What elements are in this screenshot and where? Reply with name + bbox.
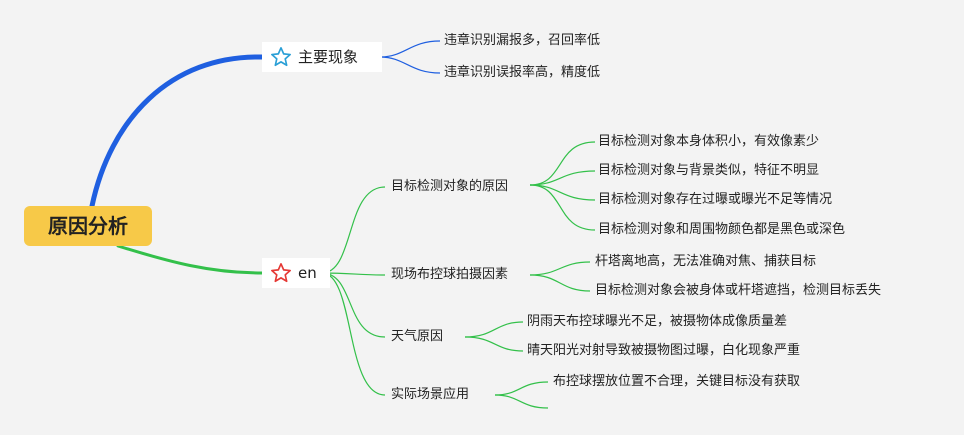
- leaf-rainy-underexposure[interactable]: 阴雨天布控球曝光不足，被摄物体成像质量差: [527, 314, 788, 329]
- branch1-leaf1-connector: [379, 40, 441, 58]
- leaf-exposure-issue[interactable]: 目标检测对象存在过曝或曝光不足等情况: [598, 192, 833, 207]
- group-target-object[interactable]: 目标检测对象的原因: [391, 179, 509, 194]
- leaf-dark-colors[interactable]: 目标检测对象和周围物颜色都是黑色或深色: [598, 222, 846, 237]
- branch2-group1-connector: [321, 186, 386, 274]
- root-to-branch2-connector: [116, 244, 264, 275]
- leaf-small-object[interactable]: 目标检测对象本身体积小，有效像素少: [598, 134, 820, 149]
- leaf-similar-background[interactable]: 目标检测对象与背景类似，特征不明显: [598, 163, 820, 178]
- group1-leaf3-connector: [529, 184, 596, 201]
- group1-leaf4-connector: [529, 184, 596, 231]
- group-camera-factors[interactable]: 现场布控球拍摄因素: [391, 267, 509, 282]
- branch-main-phenomena[interactable]: 主要现象: [262, 42, 382, 72]
- leaf-low-recall[interactable]: 违章识别漏报多，召回率低: [444, 33, 601, 48]
- branch1-leaf2-connector: [379, 56, 441, 74]
- branch2-group4-connector: [321, 272, 386, 396]
- leaf-occlusion[interactable]: 目标检测对象会被身体或杆塔遮挡，检测目标丢失: [595, 283, 882, 298]
- star-outline-blue-icon: [271, 47, 291, 67]
- branch2-group3-connector: [321, 272, 386, 338]
- star-outline-red-icon: [271, 263, 291, 283]
- branch-en[interactable]: en: [262, 258, 330, 288]
- leaf-tower-focus[interactable]: 杆塔离地高，无法准确对焦、捕获目标: [595, 254, 817, 269]
- group3-leaf1-connector: [464, 321, 524, 338]
- group2-leaf2-connector: [529, 274, 591, 292]
- group-weather[interactable]: 天气原因: [391, 329, 444, 344]
- group1-leaf1-connector: [529, 141, 596, 186]
- group4-leaf1-connector: [494, 381, 549, 396]
- branch-label: en: [298, 264, 317, 282]
- leaf-high-false-alarm[interactable]: 违章识别误报率高，精度低: [444, 65, 601, 80]
- group1-leaf2-connector: [529, 170, 596, 186]
- leaf-sunny-overexposure[interactable]: 晴天阳光对射导致被摄物图过曝，白化现象严重: [527, 343, 801, 358]
- group2-leaf1-connector: [529, 261, 591, 276]
- group3-leaf2-connector: [464, 336, 524, 352]
- group-scene-application[interactable]: 实际场景应用: [391, 387, 470, 402]
- root-topic[interactable]: 原因分析: [24, 206, 152, 246]
- branch-label: 主要现象: [298, 48, 359, 66]
- group4-leaf2-connector: [494, 394, 549, 409]
- leaf-placement-issue[interactable]: 布控球摆放位置不合理，关键目标没有获取: [553, 374, 801, 389]
- root-to-branch1-connector: [89, 54, 265, 209]
